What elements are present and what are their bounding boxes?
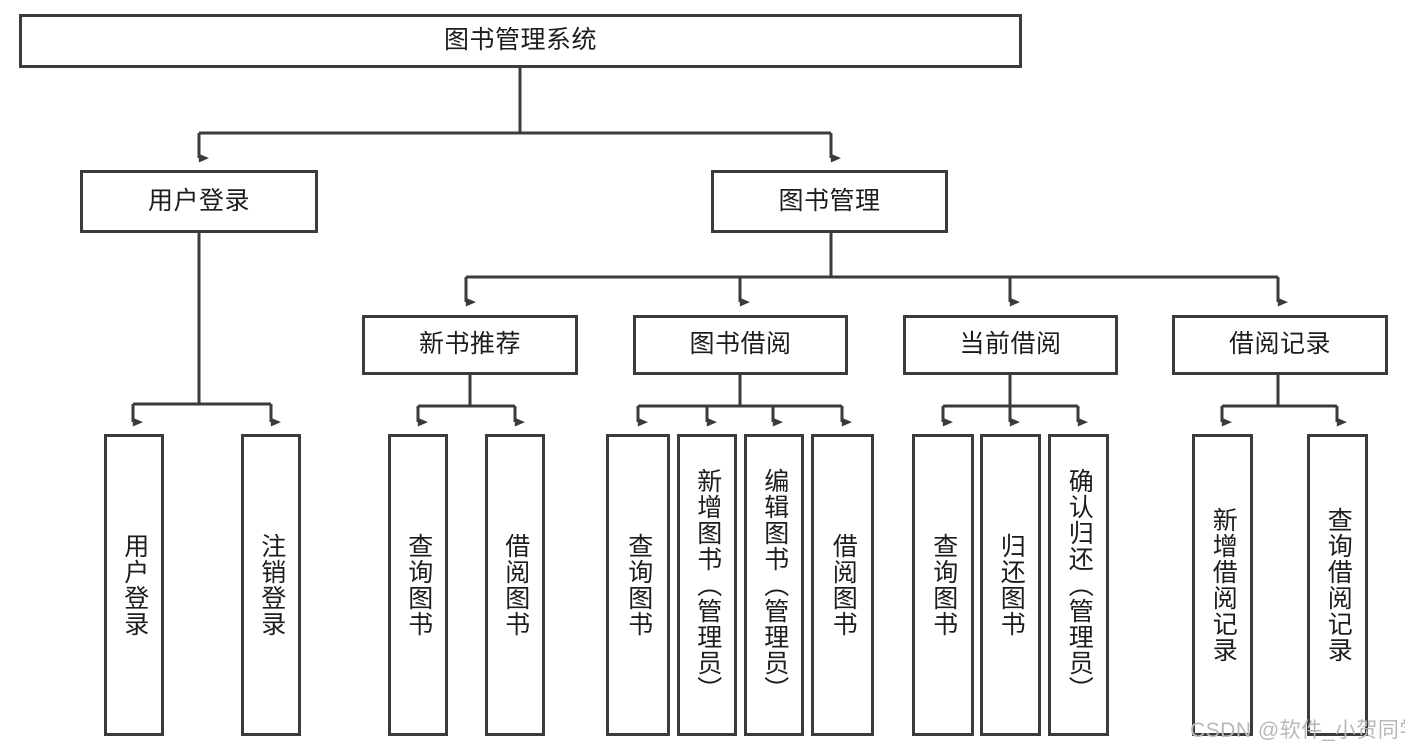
node-book-manage-label: 图书管理 [778, 186, 881, 215]
leaf-add-borrow-record-label: 新增借阅记录 [1209, 507, 1238, 663]
leaf-borrow-book-recommend-label: 借阅图书 [501, 533, 530, 637]
node-current-borrow[interactable]: 当前借阅 [903, 315, 1118, 375]
leaf-return-book[interactable]: 归还图书 [980, 434, 1041, 736]
leaf-borrow-book-borrow[interactable]: 借阅图书 [811, 434, 874, 736]
leaf-edit-book[interactable]: 编辑图书（管理员） [744, 434, 804, 736]
leaf-logout-label: 注销登录 [257, 533, 286, 637]
leaf-user-login-label: 用户登录 [120, 533, 149, 637]
node-book-manage[interactable]: 图书管理 [711, 170, 948, 233]
leaf-user-login[interactable]: 用户登录 [104, 434, 164, 736]
csdn-watermark: CSDN @软件_小贺同学 [1190, 719, 1405, 742]
leaf-query-book-recommend-label: 查询图书 [404, 533, 433, 637]
leaf-return-book-label: 归还图书 [997, 533, 1026, 637]
node-borrow-record-label: 借阅记录 [1228, 330, 1331, 359]
node-book-borrow[interactable]: 图书借阅 [633, 315, 848, 375]
node-user-login-label: 用户登录 [147, 186, 250, 215]
leaf-borrow-book-borrow-label: 借阅图书 [829, 533, 858, 637]
leaf-query-book-recommend[interactable]: 查询图书 [388, 434, 448, 736]
leaf-query-borrow-record[interactable]: 查询借阅记录 [1307, 434, 1368, 736]
node-new-book-recommend-label: 新书推荐 [418, 330, 521, 359]
leaf-confirm-return[interactable]: 确认归还（管理员） [1048, 434, 1109, 736]
leaf-query-book-current-label: 查询图书 [929, 533, 958, 637]
leaf-logout[interactable]: 注销登录 [241, 434, 301, 736]
node-borrow-record[interactable]: 借阅记录 [1172, 315, 1388, 375]
leaf-add-book-label: 新增图书（管理员） [693, 468, 722, 702]
leaf-add-book[interactable]: 新增图书（管理员） [677, 434, 737, 736]
leaf-query-book-borrow-label: 查询图书 [624, 533, 653, 637]
node-current-borrow-label: 当前借阅 [959, 330, 1062, 359]
node-user-login[interactable]: 用户登录 [80, 170, 318, 233]
leaf-query-book-current[interactable]: 查询图书 [912, 434, 974, 736]
node-book-borrow-label: 图书借阅 [689, 330, 792, 359]
node-root[interactable]: 图书管理系统 [19, 14, 1022, 68]
leaf-confirm-return-label: 确认归还（管理员） [1065, 468, 1094, 702]
leaf-add-borrow-record[interactable]: 新增借阅记录 [1192, 434, 1253, 736]
node-root-label: 图书管理系统 [443, 26, 597, 55]
leaf-borrow-book-recommend[interactable]: 借阅图书 [485, 434, 545, 736]
leaf-edit-book-label: 编辑图书（管理员） [760, 468, 789, 702]
leaf-query-borrow-record-label: 查询借阅记录 [1324, 507, 1353, 663]
node-new-book-recommend[interactable]: 新书推荐 [362, 315, 578, 375]
leaf-query-book-borrow[interactable]: 查询图书 [606, 434, 670, 736]
